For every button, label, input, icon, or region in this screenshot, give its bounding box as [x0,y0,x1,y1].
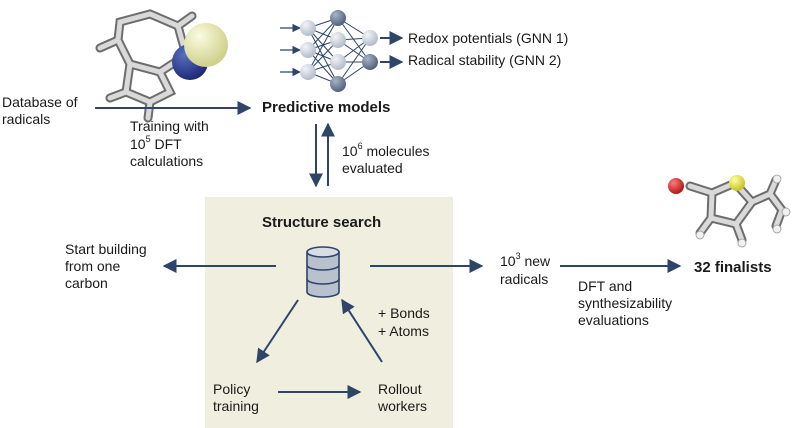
radical-molecule-icon [95,9,228,123]
molecules-evaluated-line1: 106 molecules [342,141,430,159]
bonds-label: + Bonds [378,305,430,321]
thiophene-molecule-icon [668,174,791,248]
structure-search-panel [205,197,453,428]
molecules-evaluated-line2: evaluated [342,160,403,176]
policy-training-label: Policy training [213,381,259,414]
arrow-to-policy-training [256,299,299,364]
arrow-rollout-to-database [341,298,383,363]
dft-synthesizability-label: DFT and synthesizability evaluations [578,278,673,328]
structure-search-title: Structure search [262,214,382,231]
start-building-label: Start building from one carbon [65,241,147,291]
new-radicals-line1: 103 new [500,251,551,269]
radical-stability-label: Radical stability (GNN 2) [408,52,562,68]
training-label-line2: 105 DFT [130,134,182,152]
finalists-label: 32 finalists [694,259,772,276]
atoms-label: + Atoms [378,323,429,339]
rollout-workers-label: Rollout workers [378,381,428,414]
database-icon [306,246,340,298]
neural-network-icon [280,10,378,92]
database-of-radicals-label: Database of radicals [2,94,78,127]
redox-potentials-label: Redox potentials (GNN 1) [408,30,569,46]
training-label-line3: calculations [130,153,204,169]
training-label-line1: Training with [130,118,209,134]
predictive-models-title: Predictive models [262,99,391,116]
new-radicals-line2: radicals [500,271,549,287]
